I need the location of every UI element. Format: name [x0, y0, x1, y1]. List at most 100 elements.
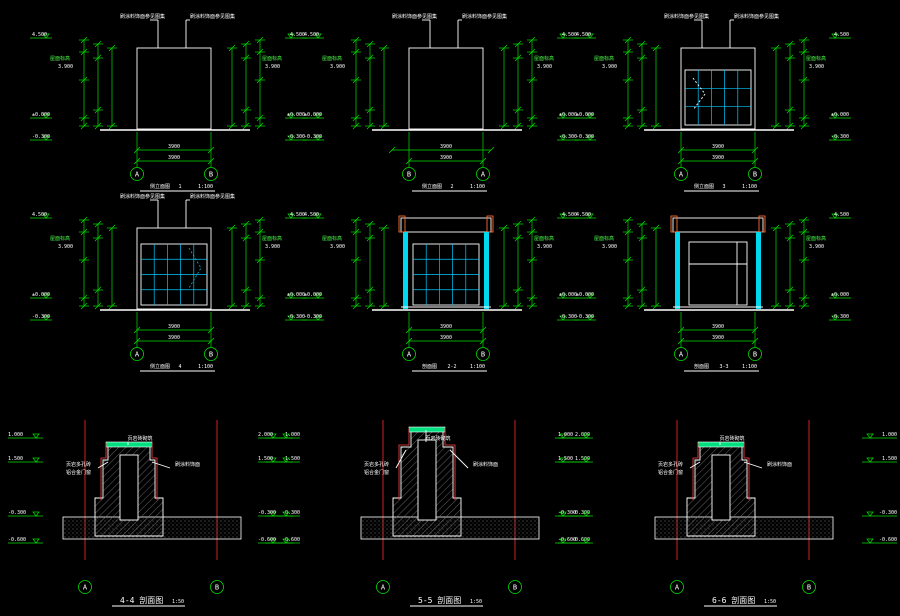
level-base-right-text: -0.300 — [559, 134, 577, 140]
level-text-left: 1.000 — [8, 432, 23, 438]
level-text-right: 1.000 — [285, 432, 300, 438]
axis-label: B — [407, 171, 411, 179]
level-zero-right-mark — [287, 293, 295, 299]
level-zero-right-text: ±0.000 — [287, 112, 305, 118]
level-top-right-text: 4.500 — [290, 212, 305, 218]
note-left: 刷涂料饰面参见图集 — [120, 13, 165, 20]
axis-label: A — [135, 351, 140, 359]
level-text-left: 2.000 — [258, 432, 273, 438]
level-top-left-mark — [314, 33, 322, 39]
level-top-right-mark — [559, 213, 567, 219]
dim-text-1: 3900 — [168, 324, 180, 330]
axis-bubble-A — [476, 167, 490, 181]
coping — [105, 441, 153, 448]
level-mark-right — [559, 457, 567, 463]
view-title-name: 剖面图 — [694, 363, 709, 370]
level-base-right-mark — [287, 315, 295, 321]
level-zero-right-text: ±0.000 — [831, 292, 849, 298]
level-mark-right — [866, 538, 874, 544]
level-zero-right-mark — [831, 293, 839, 299]
section-note-right: 刷涂料饰面 — [175, 461, 200, 468]
level-base-right-text: -0.300 — [831, 314, 849, 320]
column-right — [484, 232, 489, 309]
section-title: 6-6 剖面图 — [712, 595, 755, 605]
note-leader — [743, 461, 763, 469]
column-left — [403, 232, 408, 309]
roof-tag-left: 屋面标高 — [322, 235, 342, 242]
dim-text-2: 3900 — [440, 335, 452, 341]
axis-bubble — [508, 580, 522, 594]
level-zero-left-text: ±0.000 — [304, 292, 322, 298]
level-zero-left-text: ±0.000 — [304, 112, 322, 118]
axis-bubble-B — [204, 347, 218, 361]
level-mid-right: 3.900 — [537, 244, 552, 250]
finish-line-left — [100, 443, 107, 500]
axis-bubble — [670, 580, 684, 594]
level-text-right: -0.300 — [282, 510, 300, 516]
level-text-left: -0.600 — [558, 537, 576, 543]
level-zero-left-mark — [314, 293, 322, 299]
level-mid-left: 3.900 — [58, 64, 73, 70]
level-mark-left — [582, 433, 590, 439]
level-zero-left-mark — [42, 293, 50, 299]
level-text-right: 1.000 — [882, 432, 897, 438]
building-outline — [680, 47, 756, 130]
view-title-name: 侧立面图 — [150, 363, 170, 370]
level-top-right-text: 4.500 — [562, 32, 577, 38]
elevation-e1: 4.500屋面标高±0.000-0.3003.9004.500屋面标高±0.00… — [30, 13, 307, 192]
level-mark-left — [32, 511, 40, 517]
level-zero-right-mark — [831, 113, 839, 119]
view-title-name: 侧立面图 — [422, 183, 442, 190]
level-base-right-text: -0.300 — [559, 314, 577, 320]
level-mid-left: 3.900 — [330, 244, 345, 250]
roof-tag-left: 屋面标高 — [594, 235, 614, 242]
note-leader — [151, 461, 171, 469]
beam-end-left — [398, 215, 406, 233]
note-left: 刷涂料饰面参见图集 — [664, 13, 709, 20]
view-title-name: 剖面图 — [422, 363, 437, 370]
axis-bubble-A — [674, 347, 688, 361]
level-mid-right: 3.900 — [537, 64, 552, 70]
note-leader — [97, 461, 109, 469]
level-top-right-text: 4.500 — [562, 212, 577, 218]
axis-bubble — [78, 580, 92, 594]
note-right: 刷涂料饰面参见图集 — [462, 13, 507, 20]
section-note-left-2: 铝合金门窗 — [66, 469, 91, 476]
level-zero-right-mark — [559, 113, 567, 119]
roof-tag-left: 屋面标高 — [322, 55, 342, 62]
elevation-e2: 4.500屋面标高±0.000-0.3003.9004.500屋面标高±0.00… — [302, 13, 579, 192]
level-text-right: -0.600 — [282, 537, 300, 543]
roof-tag-left: 屋面标高 — [594, 55, 614, 62]
level-mark-left — [282, 433, 290, 439]
section-note-top: 页岩砖砌筑 — [719, 435, 744, 442]
dim-text-1: 3900 — [712, 324, 724, 330]
axis-bubble-B — [748, 167, 762, 181]
dim-text-1: 3900 — [440, 144, 452, 150]
coping — [697, 441, 745, 448]
level-mark-right — [866, 457, 874, 463]
axis-bubble — [210, 580, 224, 594]
axis-bubble-B — [476, 347, 490, 361]
level-mark-left — [32, 433, 40, 439]
level-mid-left: 3.900 — [330, 64, 345, 70]
section-scale: 1:50 — [172, 599, 184, 605]
roof-tag-right: 屋面标高 — [806, 55, 826, 62]
level-base-left-text: -0.300 — [576, 134, 594, 140]
note-right: 刷涂料饰面参见图集 — [190, 193, 235, 200]
level-top-right-text: 4.500 — [834, 32, 849, 38]
dim-tick — [388, 146, 396, 154]
level-mark-right — [559, 511, 567, 517]
level-base-right-mark — [559, 135, 567, 141]
level-base-left-text: -0.300 — [304, 134, 322, 140]
level-text-right: 1.500 — [882, 456, 897, 462]
level-mark-right — [559, 538, 567, 544]
level-text-right: -0.300 — [879, 510, 897, 516]
level-mid-left: 3.900 — [602, 244, 617, 250]
axis-bubble-A — [674, 167, 688, 181]
axis-label: B — [215, 584, 219, 592]
level-zero-right-text: ±0.000 — [559, 292, 577, 298]
finish-line-left — [692, 443, 699, 500]
